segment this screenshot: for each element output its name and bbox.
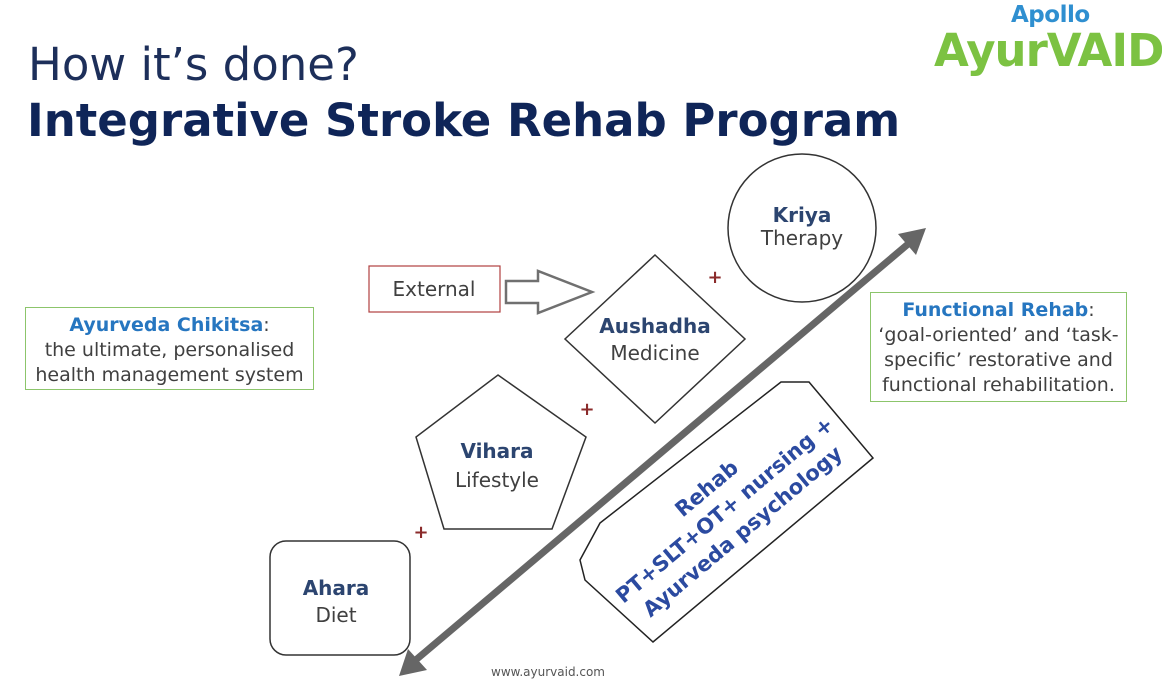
functional-rehab-heading: Functional Rehab: [902, 299, 1089, 321]
ahara-title: Ahara: [303, 576, 370, 600]
ayurveda-chikitsa-heading: Ayurveda Chikitsa: [69, 314, 264, 336]
kriya-title: Kriya: [773, 203, 832, 227]
vihara-title: Vihara: [460, 439, 533, 463]
ahara-subtitle: Diet: [315, 603, 356, 627]
hollow-arrow-icon: [504, 269, 596, 315]
heading-colon: :: [1088, 299, 1095, 321]
right-box-line3: functional rehabilitation.: [882, 374, 1115, 396]
right-box-line2: specific’ restorative and: [884, 349, 1113, 371]
footer-url: www.ayurvaid.com: [491, 665, 605, 679]
logo-ayurvaid-text: AyurVAID:: [934, 24, 1162, 77]
right-box-line1: ‘goal-oriented’ and ‘task-: [878, 324, 1119, 346]
vihara-subtitle: Lifestyle: [455, 468, 539, 492]
external-box: [368, 265, 501, 313]
heading-colon: :: [263, 314, 270, 336]
ayurveda-chikitsa-box: Ayurveda Chikitsa: the ultimate, persona…: [25, 307, 314, 390]
kriya-subtitle: Therapy: [760, 226, 843, 250]
left-box-line1: the ultimate, personalised: [44, 339, 295, 361]
logo-apollo-text: Apollo: [1011, 2, 1090, 28]
vihara-pentagon: [415, 374, 587, 530]
plus-sign: +: [707, 267, 722, 288]
aushadha-title: Aushadha: [599, 314, 710, 338]
page-title: Integrative Stroke Rehab Program: [27, 94, 901, 147]
external-label: External: [393, 277, 476, 301]
ahara-box: [269, 540, 411, 656]
double-arrow-icon: [399, 228, 926, 676]
functional-rehab-box: Functional Rehab: ‘goal-oriented’ and ‘t…: [870, 292, 1127, 402]
kriya-circle: [727, 153, 877, 303]
rehab-tag-shape: [579, 381, 875, 643]
plus-sign: +: [579, 399, 594, 420]
left-box-line2: health management system: [35, 364, 304, 386]
aushadha-subtitle: Medicine: [610, 341, 699, 365]
plus-sign: +: [413, 522, 428, 543]
page-subtitle: How it’s done?: [28, 38, 359, 91]
aushadha-diamond: [563, 253, 747, 425]
